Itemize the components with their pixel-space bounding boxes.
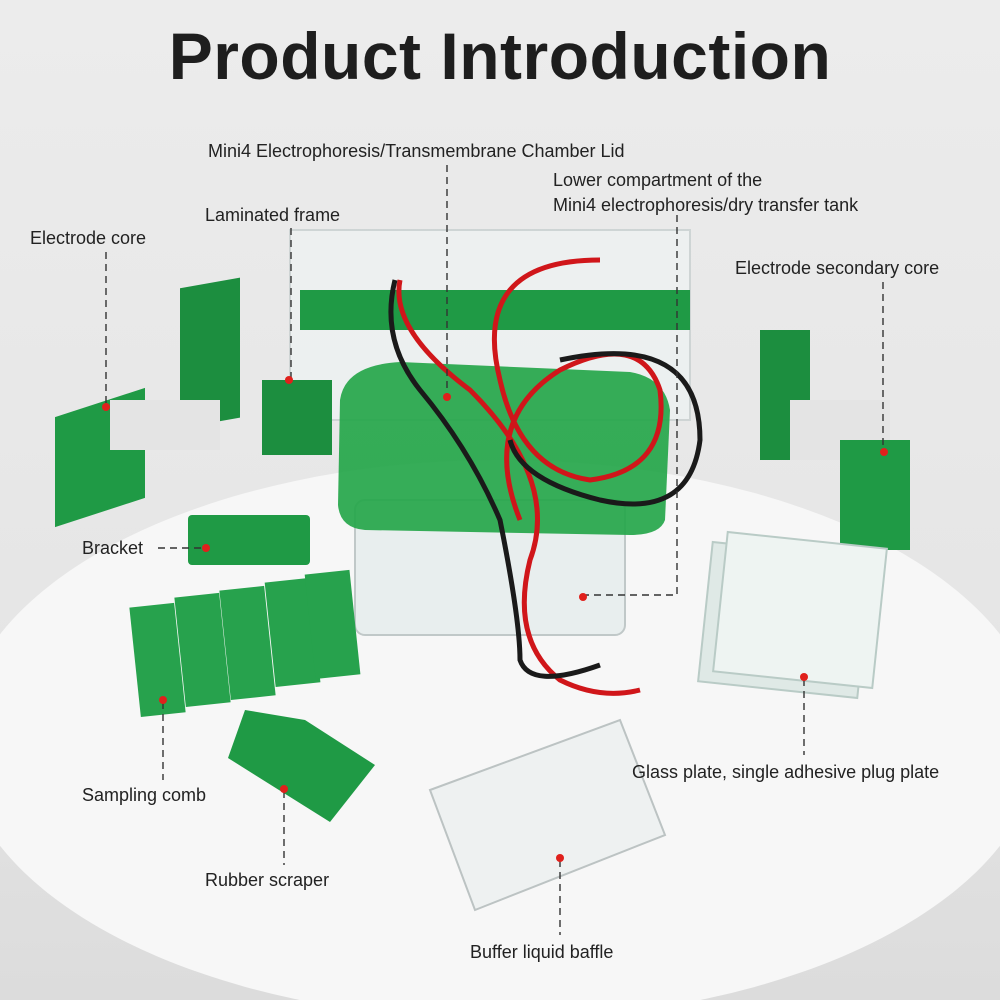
label-electrode-secondary-core: Electrode secondary core bbox=[735, 258, 940, 278]
marker-electrode-core bbox=[102, 403, 110, 411]
label-bracket: Bracket bbox=[82, 538, 144, 558]
chamber-lid bbox=[338, 362, 670, 535]
page-title: Product Introduction bbox=[168, 19, 832, 93]
electrode-secondary-core bbox=[760, 330, 910, 550]
glass-plates bbox=[697, 530, 888, 700]
label-lower-compartment-line1: Lower compartment of the bbox=[553, 170, 763, 190]
marker-buffer-baffle bbox=[556, 854, 564, 862]
marker-lid bbox=[443, 393, 451, 401]
buffer-baffle bbox=[428, 718, 667, 912]
bracket bbox=[188, 515, 310, 565]
black-cable bbox=[388, 279, 703, 679]
marker-bracket bbox=[202, 544, 210, 552]
label-chamber-lid: Mini4 Electrophoresis/Transmembrane Cham… bbox=[208, 141, 625, 161]
electrode-core bbox=[55, 277, 240, 528]
label-lower-compartment-line2: Mini4 electrophoresis/dry transfer tank bbox=[553, 195, 859, 215]
marker-glass-plate bbox=[800, 673, 808, 681]
rubber-scraper bbox=[228, 710, 375, 822]
laminated-frame bbox=[262, 380, 332, 455]
label-rubber-scraper: Rubber scraper bbox=[205, 870, 330, 890]
label-buffer-baffle: Buffer liquid baffle bbox=[470, 942, 614, 962]
marker-rubber-scraper bbox=[280, 785, 288, 793]
marker-sampling-comb bbox=[159, 696, 167, 704]
sampling-combs bbox=[129, 569, 361, 717]
label-glass-plate: Glass plate, single adhesive plug plate bbox=[632, 762, 940, 782]
marker-electrode-secondary-core bbox=[880, 448, 888, 456]
label-laminated-frame: Laminated frame bbox=[205, 205, 341, 225]
label-sampling-comb: Sampling comb bbox=[82, 785, 207, 805]
label-electrode-core: Electrode core bbox=[30, 228, 147, 248]
red-cable bbox=[396, 257, 664, 696]
marker-lower-compartment bbox=[579, 593, 587, 601]
marker-laminated-frame bbox=[285, 376, 293, 384]
